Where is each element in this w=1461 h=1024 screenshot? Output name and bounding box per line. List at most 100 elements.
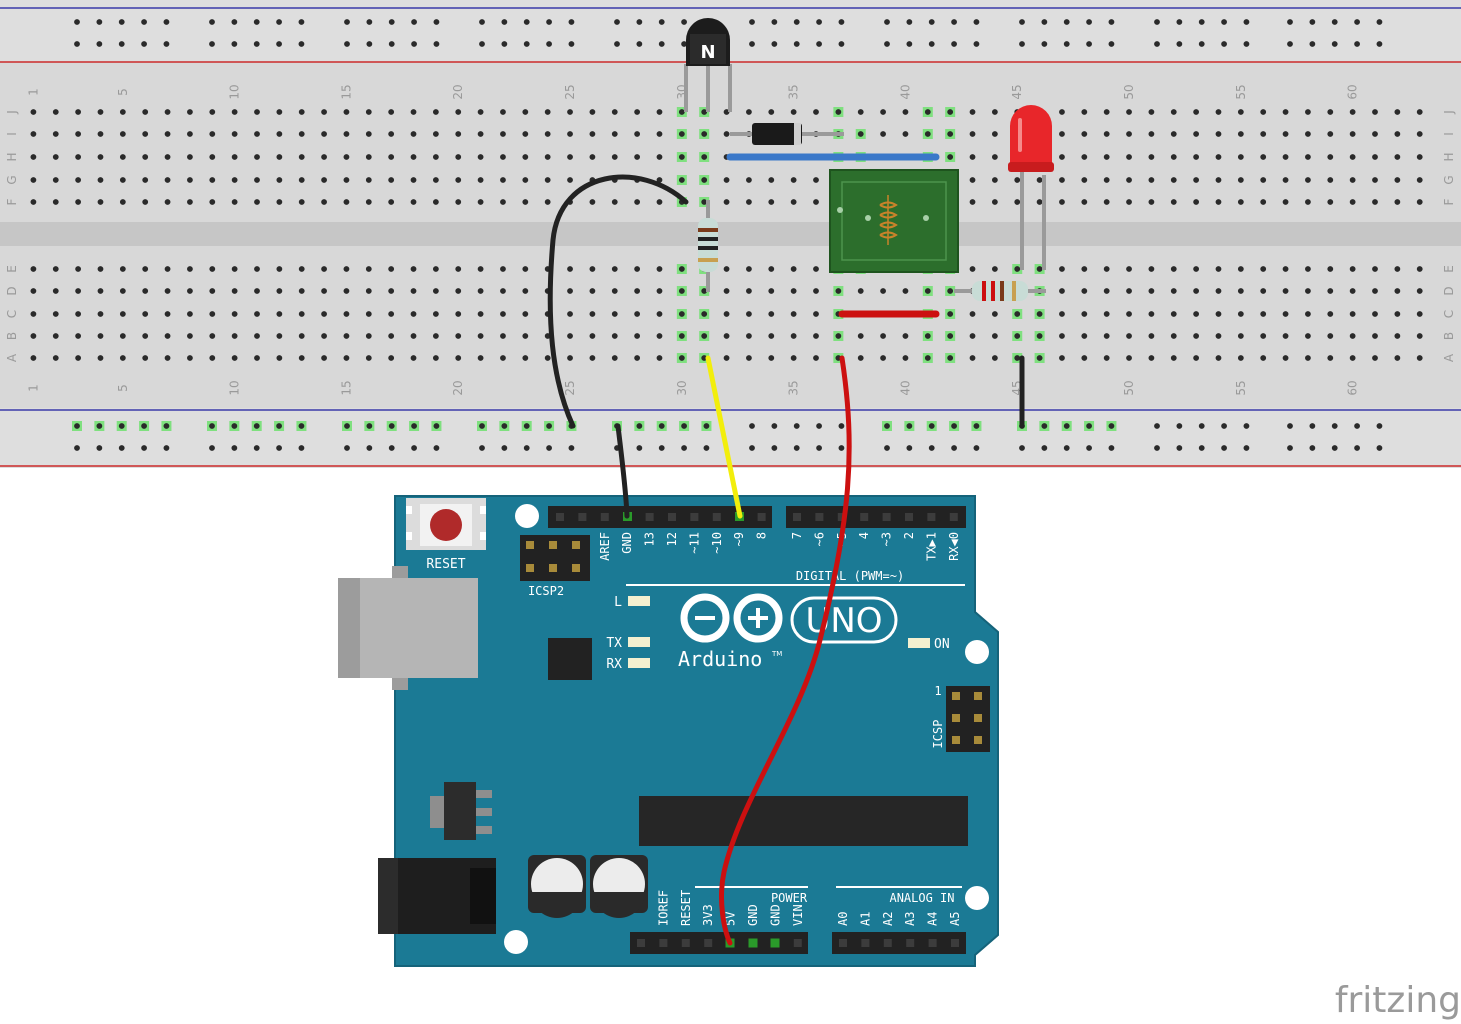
breadboard-hole[interactable]	[656, 266, 663, 272]
breadboard-hole[interactable]	[231, 266, 238, 272]
breadboard-hole[interactable]	[544, 355, 551, 361]
breadboard-hole[interactable]	[388, 266, 395, 272]
rail-hole[interactable]	[838, 445, 845, 451]
rail-hole[interactable]	[388, 445, 395, 451]
rail-hole[interactable]	[838, 19, 845, 25]
rail-hole[interactable]	[344, 445, 350, 451]
breadboard-hole[interactable]	[1059, 109, 1065, 115]
rail-hole[interactable]	[1376, 445, 1383, 451]
breadboard-hole[interactable]	[52, 333, 59, 339]
breadboard-hole[interactable]	[701, 288, 708, 294]
rail-hole[interactable]	[1354, 423, 1360, 429]
breadboard-hole[interactable]	[1103, 154, 1110, 160]
breadboard-hole[interactable]	[164, 177, 171, 183]
breadboard-hole[interactable]	[880, 131, 886, 137]
breadboard-hole[interactable]	[321, 154, 327, 160]
breadboard-hole[interactable]	[1260, 154, 1267, 160]
breadboard-hole[interactable]	[97, 199, 104, 205]
breadboard-hole[interactable]	[1081, 199, 1088, 205]
breadboard-hole[interactable]	[1394, 177, 1401, 183]
breadboard-hole[interactable]	[589, 288, 596, 294]
breadboard-hole[interactable]	[388, 131, 395, 137]
breadboard-hole[interactable]	[276, 131, 283, 137]
breadboard-hole[interactable]	[1305, 177, 1311, 183]
rail-hole[interactable]	[388, 423, 395, 429]
rail-hole[interactable]	[1243, 19, 1250, 25]
breadboard-hole[interactable]	[187, 355, 193, 361]
rail-hole[interactable]	[74, 423, 80, 429]
breadboard-hole[interactable]	[611, 311, 618, 317]
breadboard-hole[interactable]	[701, 154, 708, 160]
rail-hole[interactable]	[1019, 19, 1025, 25]
breadboard-hole[interactable]	[365, 266, 372, 272]
breadboard-hole[interactable]	[187, 266, 193, 272]
breadboard-hole[interactable]	[1349, 177, 1356, 183]
rail-hole[interactable]	[209, 423, 215, 429]
breadboard-hole[interactable]	[500, 199, 506, 205]
breadboard-hole[interactable]	[746, 177, 752, 183]
breadboard-hole[interactable]	[1215, 266, 1222, 272]
breadboard-hole[interactable]	[142, 199, 149, 205]
rail-hole[interactable]	[1154, 423, 1160, 429]
breadboard-hole[interactable]	[1416, 154, 1423, 160]
rail-hole[interactable]	[928, 41, 935, 47]
breadboard-hole[interactable]	[1081, 177, 1088, 183]
breadboard-hole[interactable]	[209, 109, 216, 115]
rail-hole[interactable]	[163, 423, 170, 429]
rail-hole[interactable]	[298, 19, 305, 25]
breadboard-hole[interactable]	[1327, 333, 1334, 339]
header-socket[interactable]	[951, 939, 959, 947]
breadboard-hole[interactable]	[857, 333, 864, 339]
breadboard-hole[interactable]	[522, 199, 529, 205]
breadboard-hole[interactable]	[768, 311, 775, 317]
breadboard-hole[interactable]	[634, 288, 641, 294]
breadboard-hole[interactable]	[30, 333, 37, 339]
breadboard-hole[interactable]	[1237, 333, 1244, 339]
rail-hole[interactable]	[253, 445, 260, 451]
breadboard-hole[interactable]	[701, 199, 708, 205]
breadboard-hole[interactable]	[365, 199, 372, 205]
breadboard-hole[interactable]	[410, 288, 417, 294]
breadboard-hole[interactable]	[880, 355, 886, 361]
rail-hole[interactable]	[501, 423, 508, 429]
breadboard-hole[interactable]	[1126, 177, 1132, 183]
breadboard-hole[interactable]	[1170, 154, 1177, 160]
breadboard-hole[interactable]	[611, 154, 618, 160]
rail-hole[interactable]	[298, 445, 305, 451]
breadboard-hole[interactable]	[30, 154, 37, 160]
rail-hole[interactable]	[951, 423, 957, 429]
breadboard-hole[interactable]	[634, 333, 641, 339]
breadboard-hole[interactable]	[969, 355, 976, 361]
breadboard-hole[interactable]	[1237, 131, 1244, 137]
rail-hole[interactable]	[1221, 423, 1227, 429]
breadboard-hole[interactable]	[1260, 177, 1267, 183]
breadboard-hole[interactable]	[902, 288, 909, 294]
breadboard-hole[interactable]	[656, 109, 663, 115]
breadboard-hole[interactable]	[142, 311, 149, 317]
rail-hole[interactable]	[433, 423, 440, 429]
rail-hole[interactable]	[884, 19, 890, 25]
breadboard-hole[interactable]	[1372, 131, 1378, 137]
breadboard-hole[interactable]	[1193, 199, 1200, 205]
rail-hole[interactable]	[816, 41, 822, 47]
breadboard-hole[interactable]	[567, 154, 573, 160]
rail-hole[interactable]	[366, 423, 373, 429]
rail-hole[interactable]	[1309, 19, 1316, 25]
breadboard-hole[interactable]	[902, 333, 909, 339]
breadboard-hole[interactable]	[321, 131, 327, 137]
breadboard-hole[interactable]	[142, 355, 149, 361]
rail-hole[interactable]	[96, 423, 103, 429]
breadboard-hole[interactable]	[1327, 131, 1334, 137]
breadboard-hole[interactable]	[209, 311, 216, 317]
breadboard-hole[interactable]	[1148, 333, 1155, 339]
rail-hole[interactable]	[366, 19, 373, 25]
rail-hole[interactable]	[366, 41, 373, 47]
breadboard-hole[interactable]	[365, 154, 372, 160]
rail-hole[interactable]	[703, 445, 710, 451]
breadboard-hole[interactable]	[1193, 177, 1200, 183]
breadboard-hole[interactable]	[969, 266, 976, 272]
breadboard-hole[interactable]	[544, 177, 551, 183]
rail-hole[interactable]	[1063, 41, 1070, 47]
header-socket[interactable]	[927, 513, 936, 521]
rail-hole[interactable]	[546, 19, 552, 25]
